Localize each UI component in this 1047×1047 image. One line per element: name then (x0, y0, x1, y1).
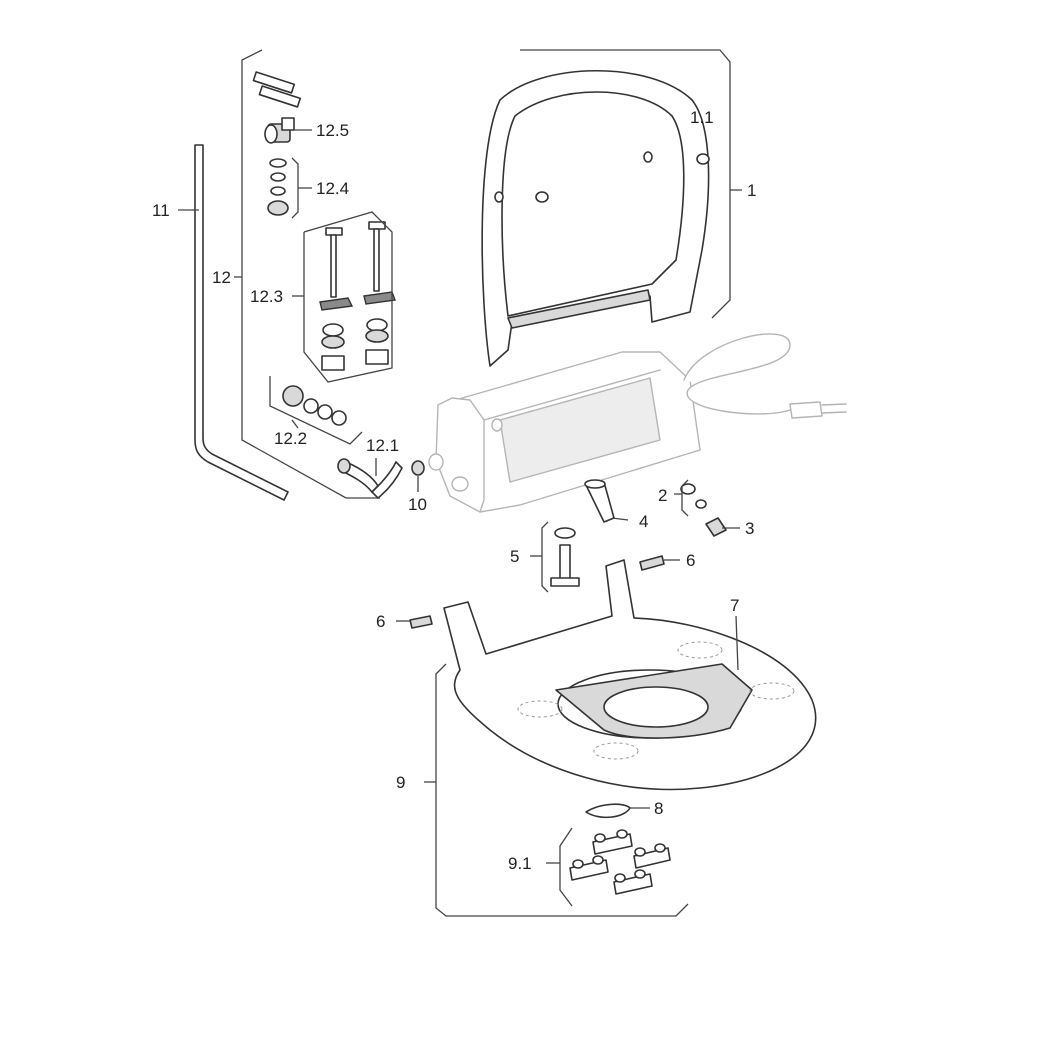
callout-6-left: 6 (376, 612, 385, 631)
callout-3: 3 (745, 519, 754, 538)
callout-10: 10 (408, 495, 427, 514)
part-1-1-cap (696, 153, 710, 165)
callout-9: 9 (396, 773, 405, 792)
callout-12-5: 12.5 (316, 121, 349, 140)
part-12-3-bolts (319, 221, 396, 371)
part-12-5-elbow (252, 71, 302, 144)
callout-1: 1 (747, 181, 756, 200)
callouts: 1 1.1 2 3 4 5 6 6 7 8 9 9.1 10 11 12 12.… (152, 108, 756, 873)
callout-12-4: 12.4 (316, 179, 349, 198)
part-10-nut (411, 460, 425, 476)
part-6-pin-right (639, 555, 665, 571)
part-3-valve (705, 517, 727, 537)
callout-4: 4 (639, 512, 648, 531)
callout-12-3: 12.3 (250, 287, 283, 306)
callout-8: 8 (654, 799, 663, 818)
part-4-shaft (584, 479, 615, 523)
part-2-o-rings (680, 483, 707, 509)
callout-5: 5 (510, 547, 519, 566)
main-unit-housing (435, 333, 847, 513)
callout-12: 12 (212, 268, 231, 287)
part-1-lid (481, 70, 710, 367)
callout-12-1: 12.1 (366, 436, 399, 455)
callout-12-2: 12.2 (274, 429, 307, 448)
callout-2: 2 (658, 486, 667, 505)
callout-6-right: 6 (686, 551, 695, 570)
callout-11: 11 (152, 201, 170, 220)
part-9-seat (443, 559, 817, 791)
part-9-1-buffers (569, 829, 671, 895)
part-11-pipe (194, 144, 289, 501)
part-6-pin-left (409, 615, 433, 629)
callout-9-1: 9.1 (508, 854, 532, 873)
part-12-1-hose (337, 458, 403, 499)
brackets (178, 49, 742, 917)
part-5-pivot (550, 527, 580, 587)
part-8-plate (585, 803, 631, 819)
part-12-4-seals (267, 158, 289, 216)
callout-1-1: 1.1 (690, 108, 714, 127)
callout-7: 7 (730, 596, 739, 615)
part-12-2-fittings (282, 385, 347, 426)
